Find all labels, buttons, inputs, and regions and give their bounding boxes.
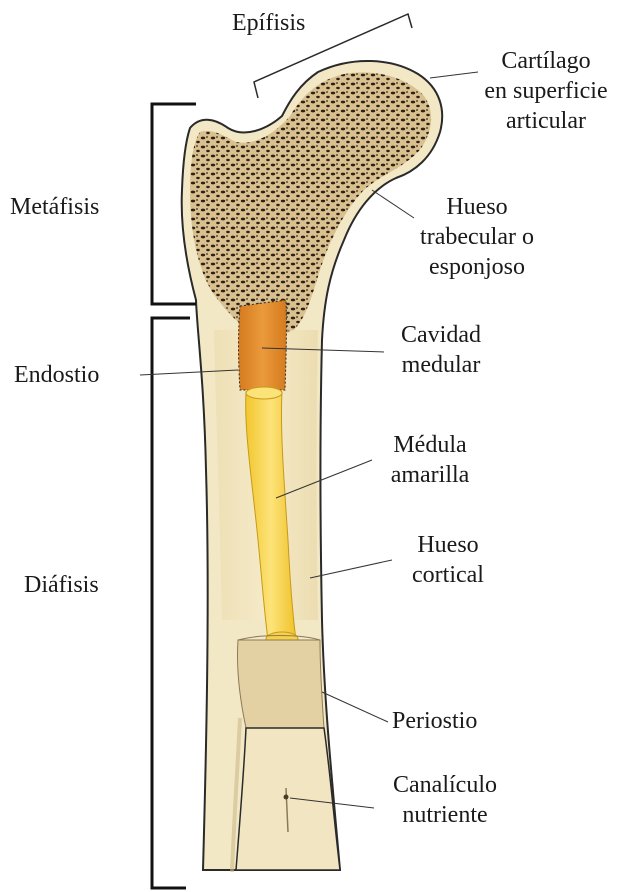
label-trabecular: Hueso trabecular o esponjoso: [402, 192, 552, 282]
spongy-bone-region: [190, 72, 431, 334]
label-medula-line-1: Médula: [370, 430, 490, 460]
leader-periostio: [322, 692, 388, 722]
label-trabecular-line-3: esponjoso: [402, 252, 552, 282]
label-endostio: Endostio: [14, 360, 99, 390]
label-cartilago-line-1: Cartílago: [476, 46, 616, 76]
label-cortical-line-1: Hueso: [388, 530, 508, 560]
label-canaliculo-line-1: Canalículo: [370, 770, 520, 800]
label-canaliculo: Canalículo nutriente: [370, 770, 520, 830]
label-metafisis: Metáfisis: [10, 192, 99, 222]
label-canaliculo-line-2: nutriente: [370, 800, 520, 830]
medullary-cavity: [239, 300, 287, 390]
label-cavidad-line-1: Cavidad: [382, 320, 500, 350]
label-epifisis: Epífisis: [232, 8, 305, 38]
leader-cartilago: [430, 72, 478, 78]
periosteum-cut-section: [237, 640, 324, 728]
label-trabecular-line-1: Hueso: [402, 192, 552, 222]
leader-cortical: [310, 560, 392, 578]
label-cartilago-line-3: articular: [476, 106, 616, 136]
label-trabecular-line-2: trabecular o: [402, 222, 552, 252]
label-medula-line-2: amarilla: [370, 460, 490, 490]
yellow-marrow-top: [246, 387, 282, 399]
label-cortical: Hueso cortical: [388, 530, 508, 590]
label-diafisis: Diáfisis: [24, 570, 99, 600]
label-periostio: Periostio: [392, 706, 477, 736]
lower-shaft: [236, 728, 340, 870]
label-cartilago: Cartílago en superficie articular: [476, 46, 616, 136]
label-cavidad-line-2: medular: [382, 350, 500, 380]
label-cartilago-line-2: en superficie: [476, 76, 616, 106]
diafisis-bracket: [152, 318, 190, 888]
label-cortical-line-2: cortical: [388, 560, 508, 590]
label-cavidad: Cavidad medular: [382, 320, 500, 380]
nutrient-foramen: [284, 795, 289, 800]
label-medula: Médula amarilla: [370, 430, 490, 490]
